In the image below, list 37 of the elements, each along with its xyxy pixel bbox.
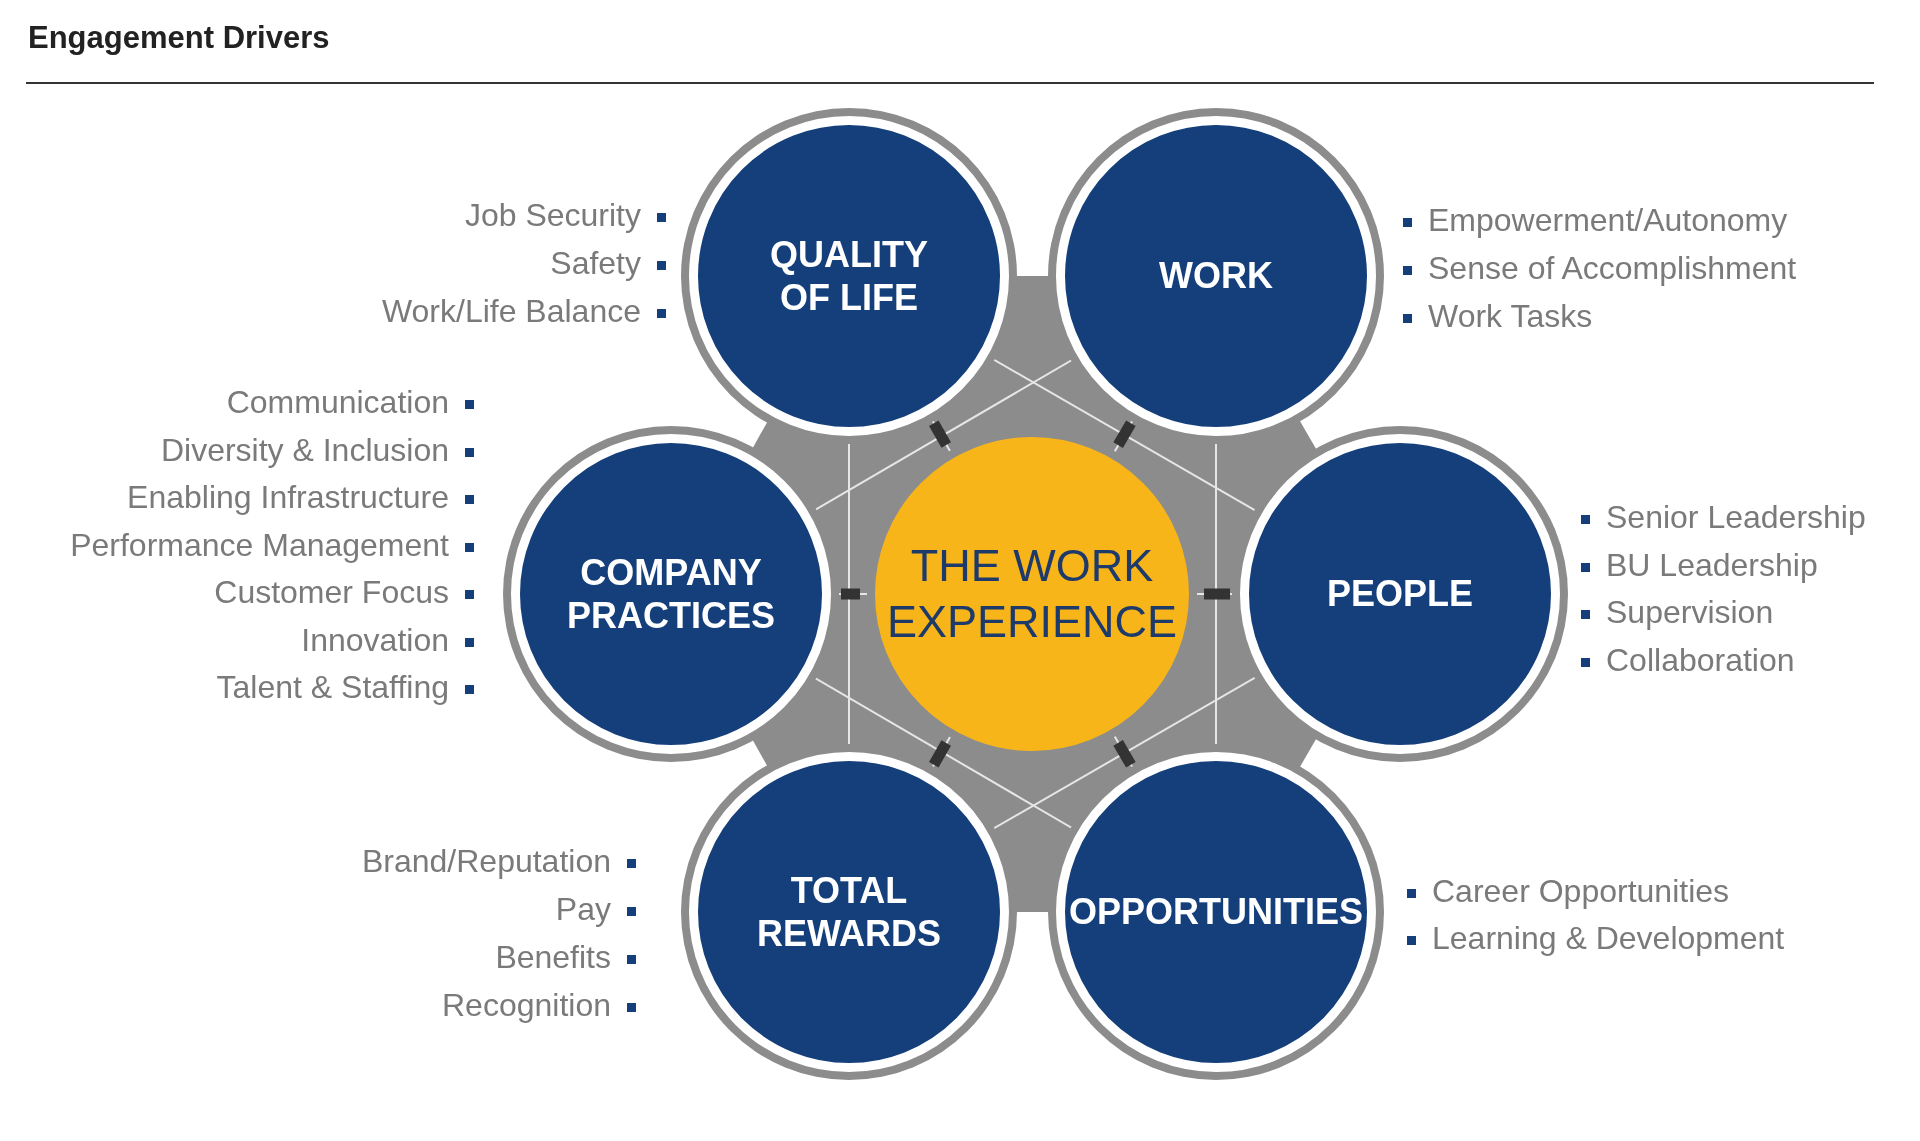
circle-label: PEOPLE	[1326, 572, 1473, 616]
bullet-item: Career Opportunities	[1407, 871, 1730, 911]
diagram-title: Engagement Drivers	[28, 20, 330, 56]
circle-label: THE WORK EXPERIENCE	[887, 538, 1177, 649]
circle-label: QUALITY OF LIFE	[769, 232, 929, 320]
connector-bar	[929, 420, 951, 448]
bullet-item: Performance Management	[70, 524, 474, 565]
bullet-item: Diversity & Inclusion	[160, 429, 474, 470]
bullet-item: BU Leadership	[1581, 544, 1818, 585]
bullet-item: Innovation	[301, 619, 474, 660]
connector-bar	[1113, 420, 1136, 448]
bullet-item: Safety	[550, 243, 666, 283]
bullet-item: Recognition	[442, 985, 636, 1025]
bullet-item: Work/Life Balance	[381, 291, 666, 331]
bullet-item: Sense of Accomplishment	[1403, 248, 1797, 288]
circle-label: OPPORTUNITIES	[1069, 890, 1363, 934]
bullet-item: Collaboration	[1581, 639, 1795, 680]
bullet-item: Communication	[226, 382, 474, 422]
bullet-item: Job Security	[464, 195, 666, 235]
bullet-item: Senior Leadership	[1581, 497, 1866, 537]
bullet-item: Empowerment/Autonomy	[1403, 200, 1788, 240]
connector-bar	[1113, 740, 1136, 768]
bullet-item: Benefits	[495, 937, 636, 977]
bullet-item: Pay	[555, 889, 636, 929]
bullet-item: Talent & Staffing	[216, 667, 474, 707]
connector-bar	[929, 740, 951, 768]
bullet-item: Customer Focus	[214, 572, 474, 612]
circle-label: TOTAL REWARDS	[756, 868, 942, 956]
bullet-item: Supervision	[1581, 592, 1774, 632]
bullet-item: Enabling Infrastructure	[127, 477, 474, 517]
bullet-item: Brand/Reputation	[361, 841, 636, 881]
circle-label: COMPANY PRACTICES	[566, 550, 776, 638]
bullet-item: Learning & Development	[1407, 918, 1785, 958]
connector-bar	[841, 588, 860, 600]
circle-label: WORK	[1159, 254, 1273, 298]
connector-bar	[1204, 588, 1230, 600]
bullet-item: Work Tasks	[1403, 296, 1593, 336]
